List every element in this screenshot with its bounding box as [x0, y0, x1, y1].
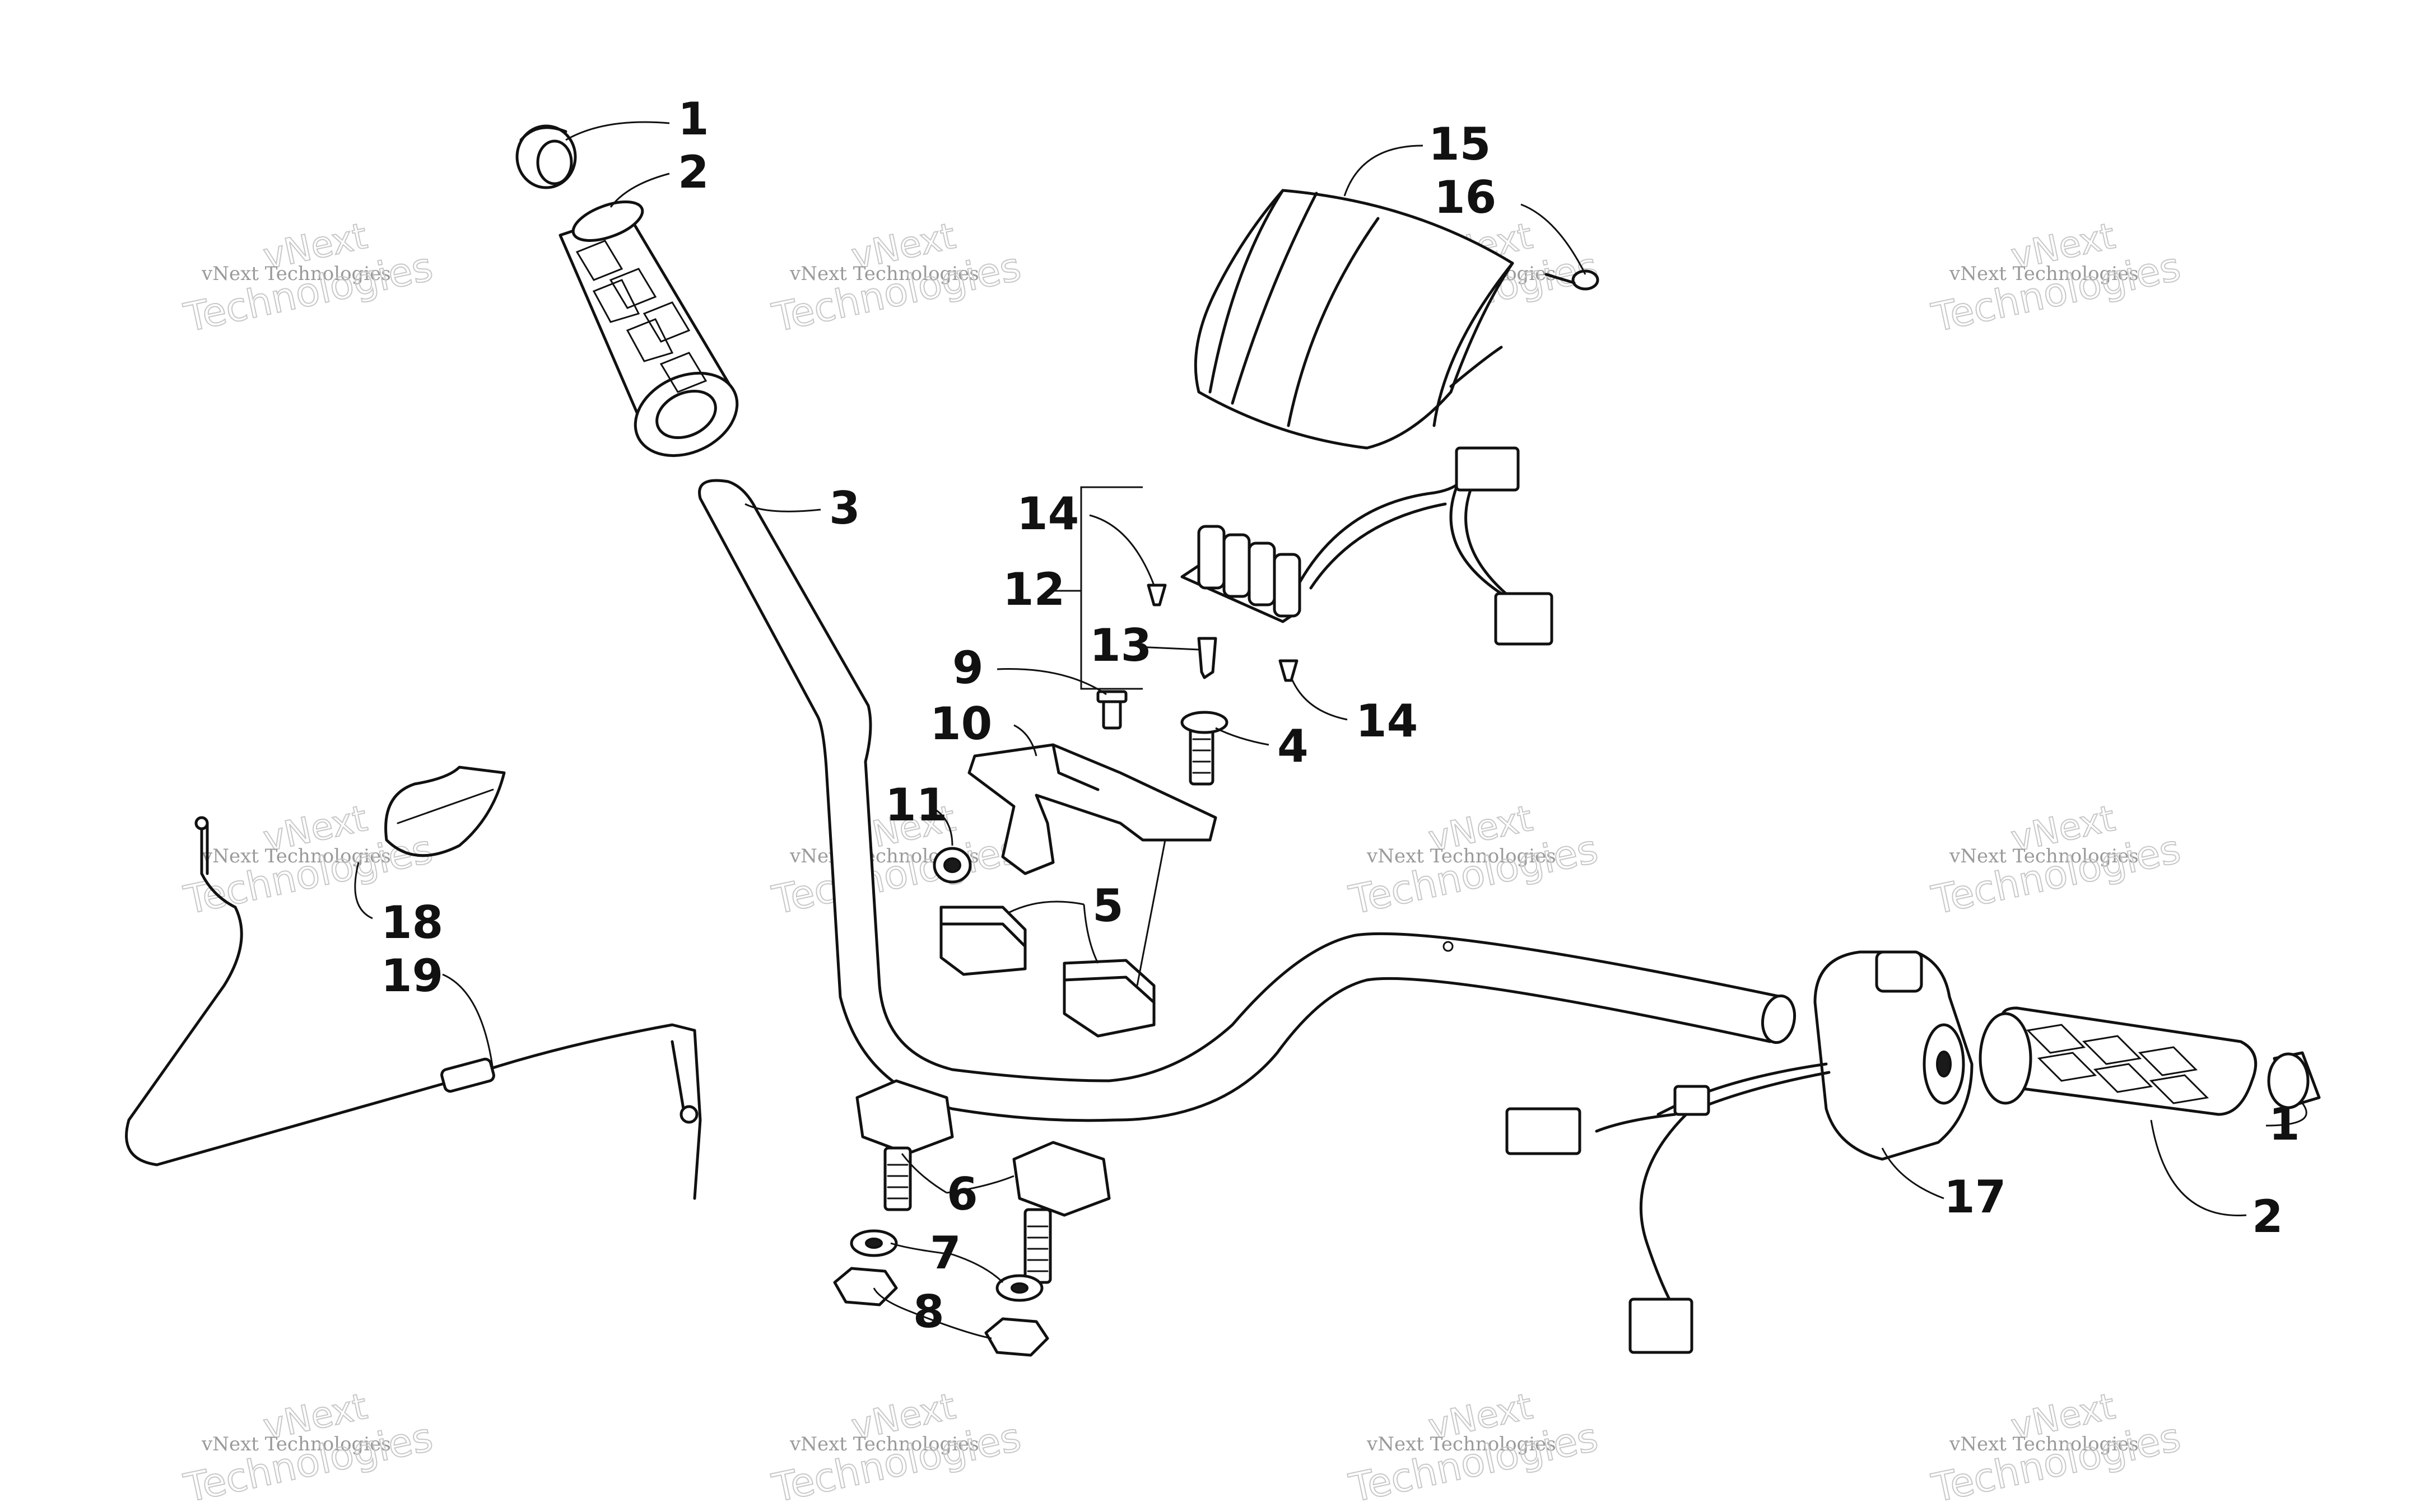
switch-housing: [1505, 950, 1974, 1354]
screw-14-top: [1147, 584, 1167, 606]
watermark-text: vNext Technologies: [1949, 1433, 2139, 1455]
watermark-text: vNext Technologies: [1949, 263, 2139, 285]
callout-3: 3: [829, 482, 860, 534]
watermark: vNext vNext Technologies Technologies: [767, 215, 1025, 342]
callout-17: 17: [1944, 1171, 2006, 1223]
bolt-9: [1096, 690, 1128, 730]
cable-strap: [384, 766, 506, 857]
watermark: vNext vNext Technologies Technologies: [1927, 215, 2185, 342]
leader-lines: [354, 121, 2307, 1340]
callout-9: 9: [952, 642, 984, 694]
screw-14-bottom: [1278, 659, 1299, 682]
callout-14-bottom: 14: [1356, 695, 1418, 747]
watermark: vNext vNext Technologies Technologies: [179, 215, 437, 342]
watermark-text: vNext Technologies: [201, 1433, 391, 1455]
riser-left: [855, 1079, 954, 1211]
callout-5: 5: [1092, 880, 1124, 932]
watermark: vNext vNext Technologies Technologies: [1344, 1385, 1602, 1512]
callout-1-left: 1: [678, 93, 709, 145]
watermark: vNext vNext Technologies Technologies: [767, 1385, 1025, 1512]
nut-left: [833, 1267, 898, 1306]
watermark-text: vNext Technologies: [1366, 845, 1556, 867]
callout-18: 18: [381, 897, 443, 949]
washer-left: [850, 1229, 898, 1257]
switch-assembly: [1180, 446, 1553, 646]
callout-11: 11: [885, 779, 947, 831]
watermark: vNext vNext Technologies Technologies: [179, 1385, 437, 1512]
watermark-text: vNext Technologies: [1949, 845, 2139, 867]
handlebar-cover: [1194, 189, 1514, 450]
callout-labels: 1 2 3 4 5 6 7 8 9 10 11 12 13 14 14 15 1…: [381, 93, 2300, 1338]
watermark-text: vNext Technologies: [789, 1433, 979, 1455]
grip-right: [1979, 1006, 2258, 1116]
handlebar: [698, 479, 1797, 1122]
grip-left: [559, 200, 739, 458]
grip-end-cap-right: [2267, 1051, 2321, 1109]
clamp-upper-left: [939, 906, 1027, 976]
callout-16: 16: [1434, 171, 1496, 223]
bushing-11: [933, 847, 972, 884]
callout-10: 10: [930, 698, 992, 750]
grip-end-cap-left: [515, 124, 577, 189]
watermark-text: vNext Technologies: [789, 263, 979, 285]
callout-12: 12: [1003, 563, 1065, 615]
throttle-cable: [125, 816, 702, 1200]
callout-2-left: 2: [678, 146, 709, 198]
callout-bracket-12: [1048, 486, 1143, 690]
pin-13: [1197, 637, 1217, 679]
watermark: vNext vNext Technologies Technologies: [1344, 797, 1602, 924]
clamp-upper-right: [1063, 959, 1156, 1038]
callout-7: 7: [930, 1227, 961, 1279]
watermark-text: vNext Technologies: [201, 263, 391, 285]
watermark: vNext vNext Technologies Technologies: [1927, 797, 2185, 924]
callout-19: 19: [381, 950, 443, 1002]
callout-6: 6: [947, 1168, 978, 1220]
callout-14-top: 14: [1017, 488, 1079, 540]
watermark-text: vNext Technologies: [1366, 1433, 1556, 1455]
callout-4: 4: [1277, 720, 1309, 772]
callout-13: 13: [1090, 619, 1152, 671]
riser-right: [1012, 1141, 1111, 1284]
washer-right: [995, 1274, 1044, 1302]
watermark-grid: vNext vNext Technologies Technologies vN…: [179, 215, 2185, 1512]
callout-8: 8: [913, 1286, 944, 1338]
bolt-4: [1180, 711, 1228, 786]
callout-15: 15: [1428, 118, 1491, 170]
nut-right: [984, 1317, 1049, 1357]
watermark-text: vNext Technologies: [201, 845, 391, 867]
watermark: vNext vNext Technologies Technologies: [1927, 1385, 2185, 1512]
callout-2-right: 2: [2252, 1191, 2283, 1243]
callout-1-right: 1: [2269, 1098, 2300, 1150]
cover-screw: [1544, 269, 1599, 291]
mount-bracket: [967, 743, 1217, 875]
